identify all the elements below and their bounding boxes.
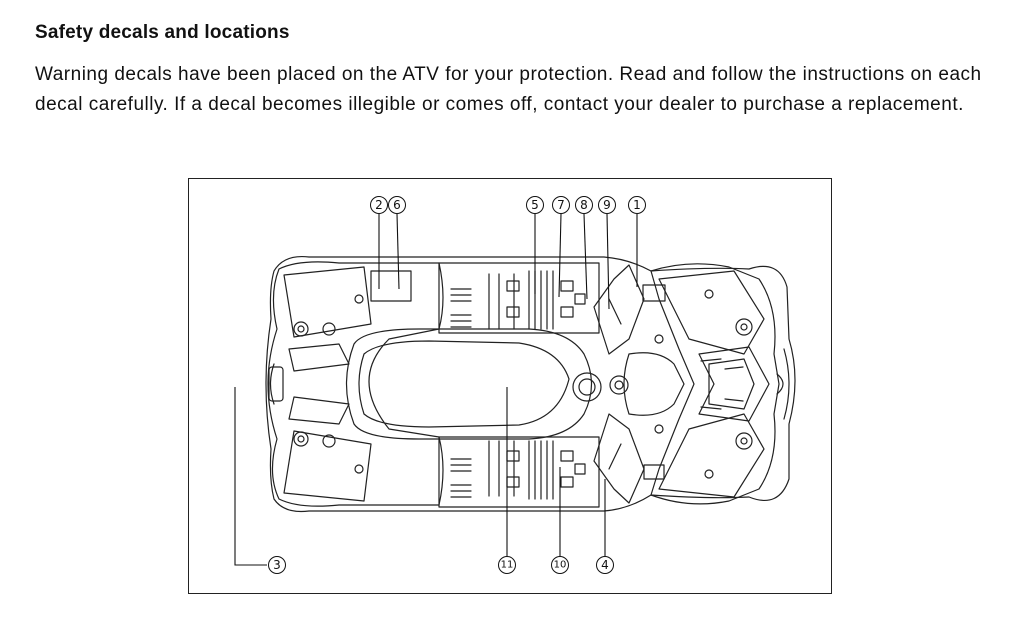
callout-4: 4 <box>601 558 609 572</box>
footrest-lower <box>438 436 600 508</box>
steering-head <box>623 352 685 416</box>
rear-rack-lower <box>283 430 372 502</box>
front-logo-panel <box>698 346 770 422</box>
callout-7: 7 <box>557 198 565 212</box>
handlebar-left <box>593 264 645 355</box>
callout-8: 8 <box>580 198 588 212</box>
atv-top-view-drawing: 2 6 5 7 8 9 1 3 11 10 4 <box>234 196 796 574</box>
rear-rack-upper <box>283 266 372 338</box>
callout-5: 5 <box>531 198 539 212</box>
callout-leaders <box>234 213 638 566</box>
seat <box>345 328 593 440</box>
section-paragraph: Warning decals have been placed on the A… <box>35 64 982 115</box>
fuel-cap <box>572 372 602 402</box>
handlebar-right <box>593 413 645 504</box>
callout-2: 2 <box>375 198 383 212</box>
callout-6: 6 <box>393 198 401 212</box>
front-fender <box>650 263 780 505</box>
footrest-upper <box>438 262 600 334</box>
decal-2-6-area <box>370 270 412 302</box>
section-heading: Safety decals and locations <box>35 22 290 43</box>
callout-1: 1 <box>633 198 641 212</box>
callout-markers <box>268 196 646 574</box>
atv-decal-diagram: 2 6 5 7 8 9 1 3 11 10 4 <box>188 178 832 594</box>
callout-3: 3 <box>273 558 281 572</box>
atv-body-outline <box>265 255 796 513</box>
callout-10: 10 <box>554 560 567 571</box>
callout-11: 11 <box>501 560 514 571</box>
footpeg-pattern-lower <box>450 440 586 500</box>
decal-1-area <box>642 284 666 302</box>
footpeg-pattern-upper <box>450 270 586 330</box>
callout-9: 9 <box>603 198 611 212</box>
decal-4-area <box>643 464 665 480</box>
